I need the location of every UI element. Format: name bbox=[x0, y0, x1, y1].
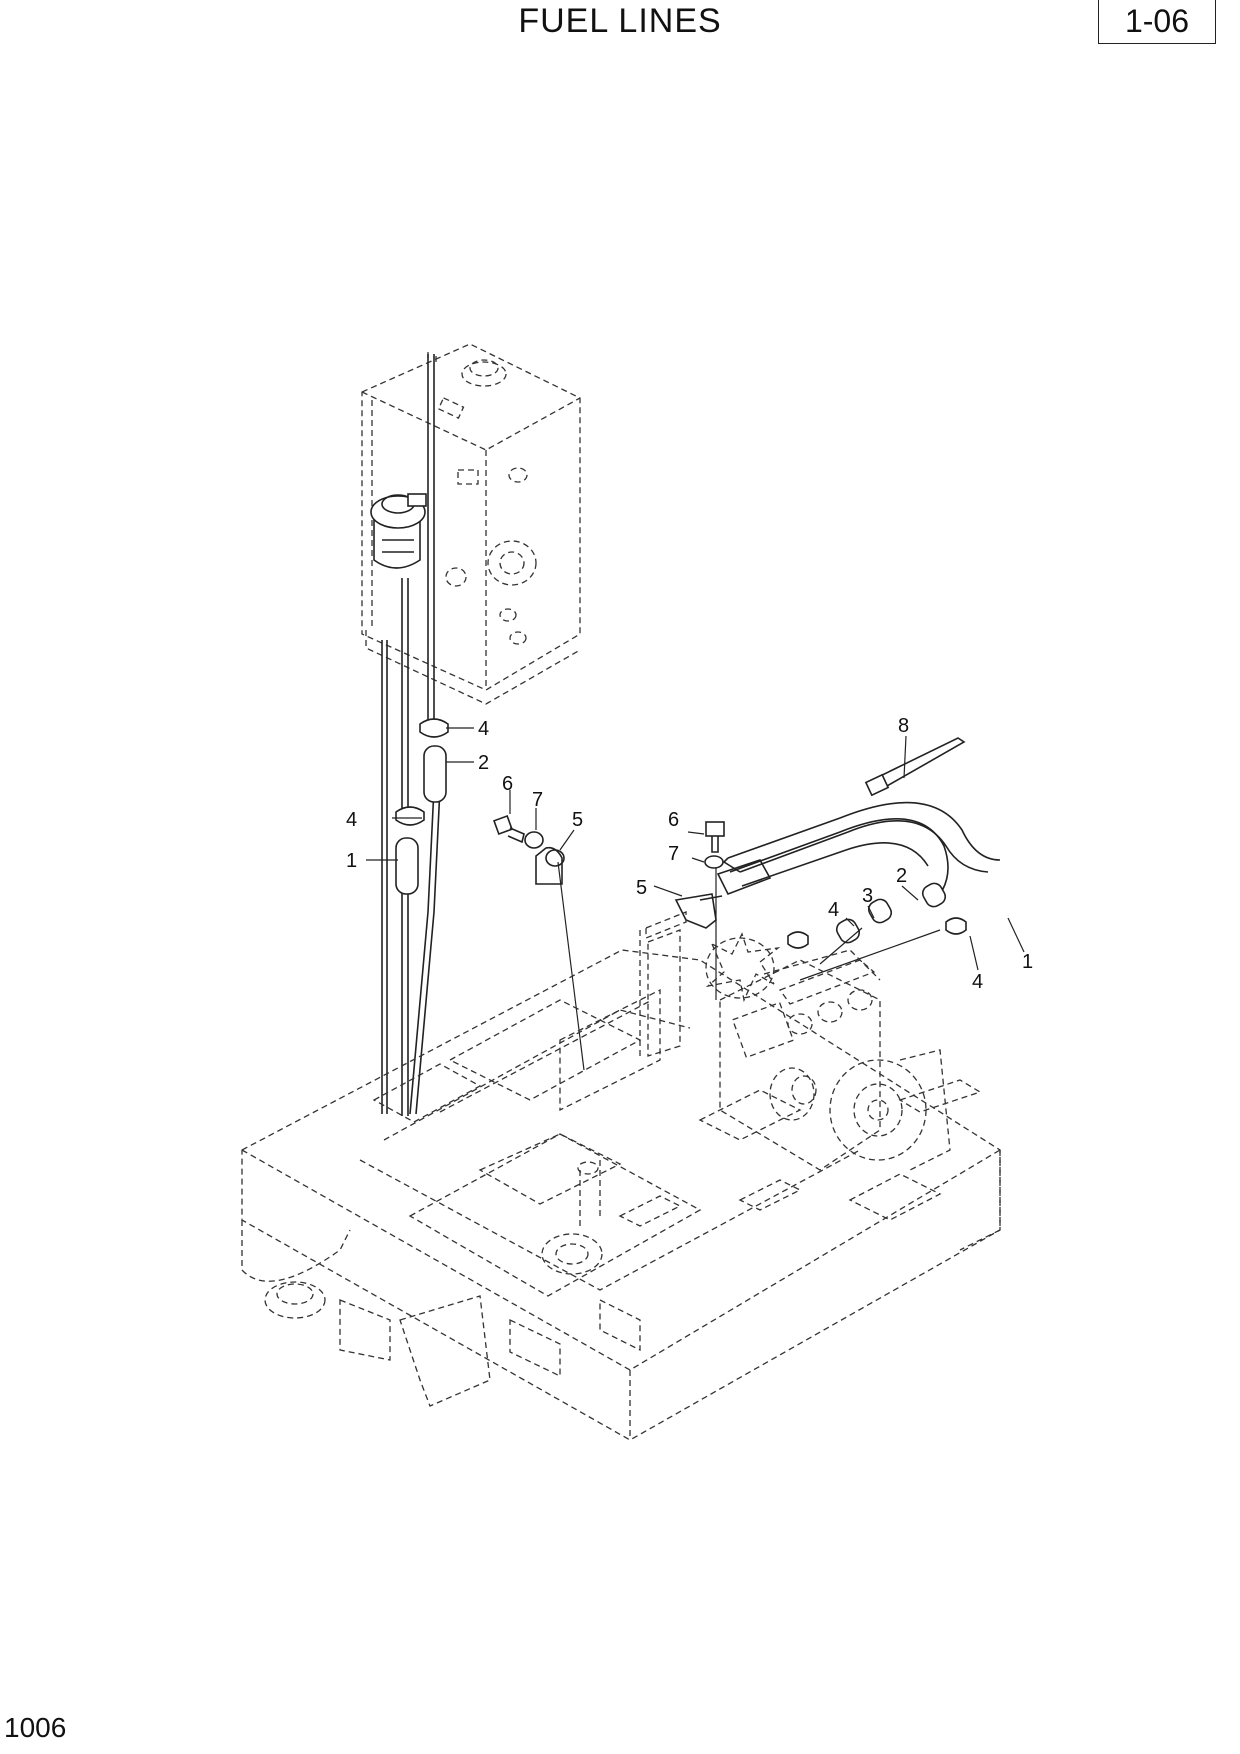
hose-right-2 bbox=[867, 898, 893, 924]
hose-clamp-left-upper bbox=[419, 718, 449, 738]
page-title: FUEL LINES bbox=[518, 2, 722, 40]
callout-label: 1 bbox=[346, 850, 357, 872]
callout-label: 3 bbox=[862, 885, 873, 907]
bolt-middle bbox=[493, 815, 513, 835]
fuel-pipes bbox=[716, 801, 1001, 981]
left-parts bbox=[395, 718, 449, 895]
callout-label: 2 bbox=[896, 865, 907, 887]
callout-label: 5 bbox=[572, 809, 583, 831]
callout-numbers: 4 2 4 1 6 7 5 6 7 5 8 2 3 4 1 4 bbox=[346, 715, 1033, 993]
callout-label: 6 bbox=[502, 773, 513, 795]
middle-parts bbox=[493, 815, 585, 1071]
callout-label: 5 bbox=[636, 877, 647, 899]
callout-label: 8 bbox=[898, 715, 909, 737]
page-number: 1006 bbox=[4, 1712, 67, 1743]
callout-label: 4 bbox=[478, 718, 489, 740]
fuel-filter bbox=[370, 493, 427, 569]
fuel-hose-left-upper bbox=[423, 745, 447, 803]
tank-hose-lines bbox=[381, 354, 441, 1116]
right-parts bbox=[674, 821, 725, 1000]
callout-label: 2 bbox=[478, 752, 489, 774]
callout-leaders bbox=[366, 727, 1025, 971]
callout-label: 4 bbox=[972, 971, 983, 993]
bolt-right bbox=[705, 821, 725, 837]
engine bbox=[705, 932, 951, 1171]
callout-label: 1 bbox=[1022, 951, 1033, 973]
hose-clamp-left-lower bbox=[395, 806, 425, 826]
washer-middle bbox=[524, 831, 544, 849]
hose-right-1 bbox=[921, 882, 947, 908]
hose-clamp-right-a bbox=[787, 931, 809, 949]
cable-tie bbox=[864, 737, 966, 797]
guide-plates bbox=[639, 911, 687, 1060]
callout-label: 7 bbox=[668, 843, 679, 865]
callout-label: 4 bbox=[346, 809, 357, 831]
callout-label: 6 bbox=[668, 809, 679, 831]
fuel-hose-left-lower bbox=[395, 837, 419, 895]
clip-right bbox=[674, 893, 717, 929]
hose-clamp-right-b bbox=[945, 917, 967, 935]
machine-frame bbox=[241, 949, 1001, 1441]
callout-label: 4 bbox=[828, 899, 839, 921]
washer-right bbox=[704, 855, 724, 869]
page-code-box: 1-06 bbox=[1098, 0, 1216, 44]
callout-label: 7 bbox=[532, 789, 543, 811]
